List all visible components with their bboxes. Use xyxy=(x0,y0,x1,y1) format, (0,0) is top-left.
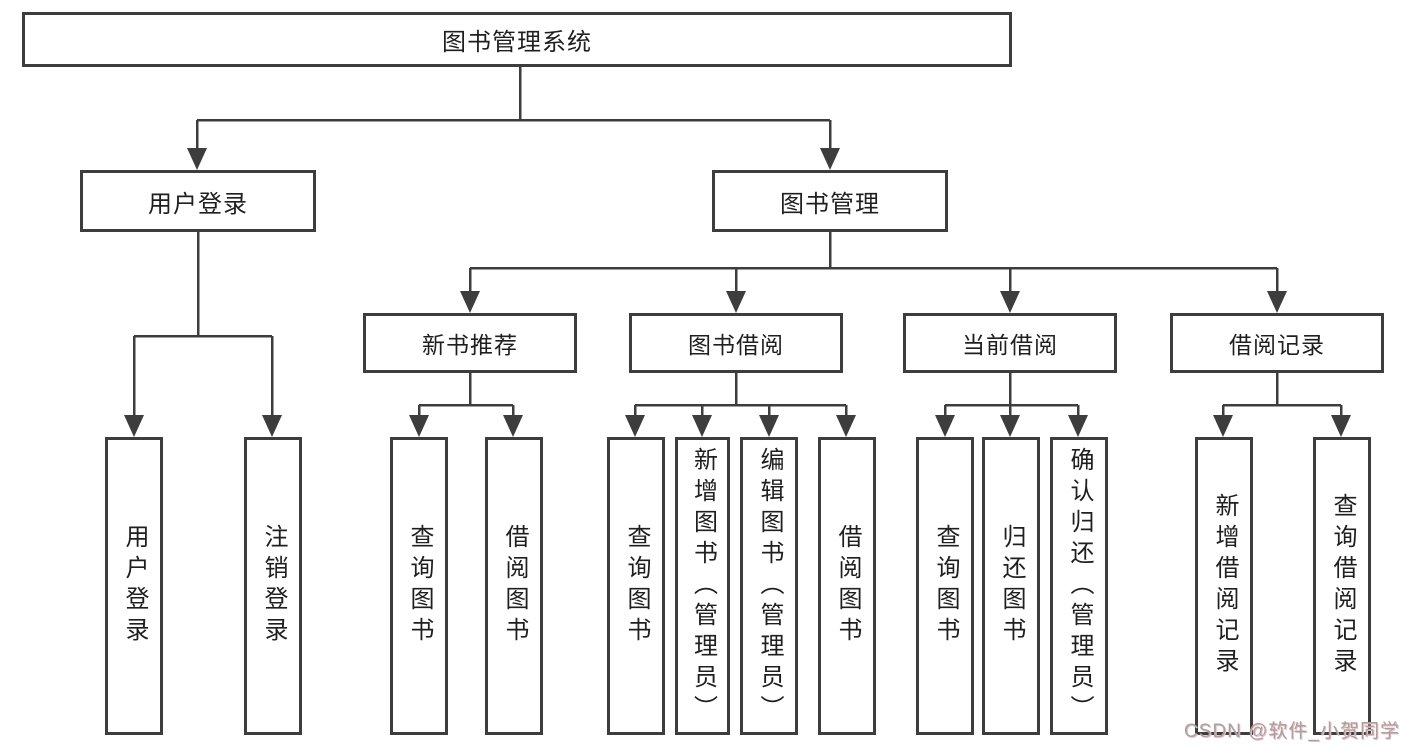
node-book-borrowing: 图书借阅 xyxy=(629,313,843,373)
leaf-label: 查询图书 xyxy=(932,524,959,648)
node-new-book-recommend: 新书推荐 xyxy=(363,313,577,373)
leaf-label: 编辑图书（管理员） xyxy=(756,446,783,726)
node-recommend-borrow-books: 借阅图书 xyxy=(485,437,543,735)
leaf-label: 归还图书 xyxy=(998,524,1025,648)
leaf-label: 新增借阅记录 xyxy=(1211,493,1238,679)
leaf-label: 确认归还（管理员） xyxy=(1066,446,1093,726)
leaf-label: 借阅图书 xyxy=(834,524,861,648)
node-borrowing-edit-books: 编辑图书（管理员） xyxy=(740,437,798,735)
node-current-return-books: 归还图书 xyxy=(982,437,1040,735)
leaf-label: 查询图书 xyxy=(406,524,433,648)
node-borrowing-query-books: 查询图书 xyxy=(607,437,665,735)
leaf-label: 用户登录 xyxy=(121,524,148,648)
leaf-label: 查询借阅记录 xyxy=(1329,493,1356,679)
node-root: 图书管理系统 xyxy=(22,12,1012,67)
csdn-watermark: CSDN @软件_小贺同学 xyxy=(1184,721,1400,742)
node-current-query-books: 查询图书 xyxy=(916,437,974,735)
node-records-query-record: 查询借阅记录 xyxy=(1313,437,1371,735)
node-logout-action: 注销登录 xyxy=(244,437,302,735)
node-user-login-action: 用户登录 xyxy=(105,437,163,735)
node-borrowing-add-books: 新增图书（管理员） xyxy=(675,437,730,735)
node-borrowing-records: 借阅记录 xyxy=(1170,313,1384,373)
node-borrowing-borrow-books: 借阅图书 xyxy=(818,437,876,735)
node-recommend-query-books: 查询图书 xyxy=(390,437,448,735)
node-user-login: 用户登录 xyxy=(80,170,316,232)
leaf-label: 查询图书 xyxy=(623,524,650,648)
leaf-label: 注销登录 xyxy=(260,524,287,648)
node-current-confirm-return: 确认归还（管理员） xyxy=(1050,437,1108,735)
leaf-label: 新增图书（管理员） xyxy=(689,446,717,726)
node-book-management: 图书管理 xyxy=(712,170,948,232)
node-current-borrowing: 当前借阅 xyxy=(903,313,1117,373)
node-records-add-record: 新增借阅记录 xyxy=(1195,437,1253,735)
leaf-label: 借阅图书 xyxy=(501,524,528,648)
